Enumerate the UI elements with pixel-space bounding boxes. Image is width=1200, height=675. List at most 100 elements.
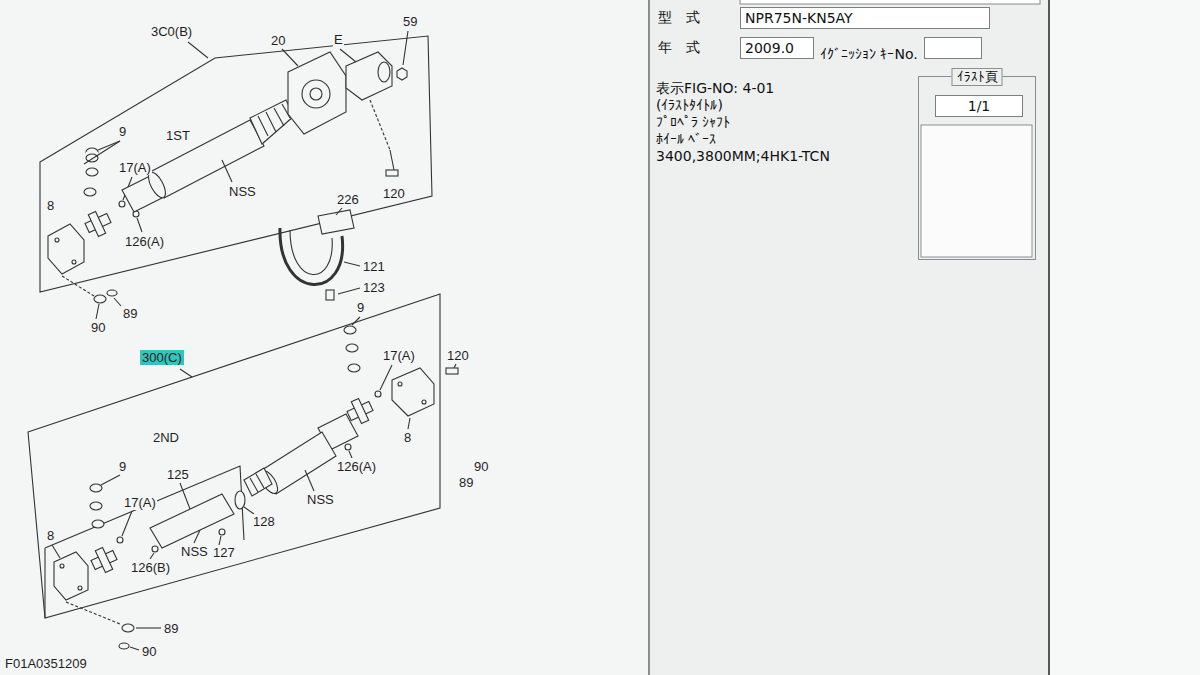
upper-shaft-group-part bbox=[340, 49, 356, 62]
lower-shaft-group-part bbox=[250, 474, 264, 492]
upper-shaft-group-part bbox=[370, 100, 390, 150]
callout-number: 127 bbox=[212, 545, 236, 560]
lower-shaft-group-part bbox=[408, 418, 410, 429]
lower-shaft-group-part bbox=[352, 317, 360, 325]
callout-number: 9 bbox=[118, 124, 127, 139]
upper-shaft-group-part bbox=[72, 260, 76, 264]
form-field: ｲｸﾞﾆｯｼｮﾝ ｷｰNo. bbox=[820, 37, 982, 62]
upper-shaft-group-part bbox=[62, 276, 94, 296]
callout-number: 59 bbox=[402, 14, 418, 29]
lower-shaft-group-part bbox=[119, 643, 129, 649]
lower-shaft-group-part bbox=[180, 369, 192, 377]
lower-shaft-group-part bbox=[422, 400, 426, 404]
callout-number: NSS bbox=[306, 492, 335, 507]
callout-number: 9 bbox=[356, 300, 365, 315]
lower-shaft-group-part bbox=[60, 564, 64, 568]
upper-shaft-group-part bbox=[280, 228, 343, 285]
callout-number: NSS bbox=[180, 544, 209, 559]
field-label: ｲｸﾞﾆｯｼｮﾝ ｷｰNo. bbox=[820, 46, 918, 62]
screen-ground-part bbox=[650, 0, 1049, 675]
upper-shaft-group-part bbox=[302, 80, 330, 108]
lower-shaft-group-part bbox=[152, 546, 158, 552]
callout-number: 8 bbox=[403, 430, 412, 445]
lower-shaft-group-part bbox=[90, 502, 102, 510]
upper-shaft-group-part bbox=[397, 68, 407, 80]
screen-ground-part bbox=[648, 0, 650, 675]
lower-shaft-group-part bbox=[122, 624, 134, 632]
illust-page-panel: ｲﾗｽﾄ頁1/1 bbox=[918, 76, 1036, 260]
upper-shaft-group-part bbox=[86, 154, 98, 162]
lower-shaft-group-part bbox=[346, 344, 358, 352]
callout-number: 123 bbox=[362, 280, 386, 295]
callout-number: 126(A) bbox=[124, 234, 165, 249]
lower-shaft-group-part bbox=[54, 552, 88, 600]
lower-shaft-group-part bbox=[351, 398, 368, 423]
upper-shaft-group-part bbox=[137, 218, 142, 232]
callout-number: 8 bbox=[46, 198, 55, 213]
figure-info: 3400,3800MM;4HK1-TCN bbox=[655, 148, 831, 164]
field-value: NPR75N-KN5AY bbox=[740, 7, 990, 29]
upper-shaft-group-part bbox=[55, 238, 59, 242]
callout-number: 20 bbox=[270, 33, 286, 48]
figure-info: ﾎｲｰﾙ ﾍﾞｰｽ bbox=[655, 131, 717, 147]
callout-number: 89 bbox=[458, 475, 474, 490]
field-label: 年 式 bbox=[658, 39, 740, 57]
figure-info: 表示FIG-NO: 4-01 bbox=[655, 80, 775, 96]
callout-number: 126(B) bbox=[130, 560, 171, 575]
lower-shaft-group-part bbox=[130, 647, 139, 650]
lower-shaft-group-part bbox=[349, 451, 352, 458]
upper-shaft-group-part bbox=[88, 211, 105, 236]
lower-shaft-group-part bbox=[454, 364, 456, 368]
form-field: 型 式NPR75N-KN5AY bbox=[658, 7, 990, 29]
lower-shaft-group-part bbox=[122, 511, 132, 536]
form-field: 年 式2009.0 bbox=[658, 37, 814, 59]
lower-shaft-group-part bbox=[219, 529, 225, 535]
lower-shaft-group bbox=[28, 294, 458, 650]
upper-shaft-group-part bbox=[250, 100, 294, 144]
callout-number: 17(A) bbox=[382, 348, 416, 363]
callout-number: 90 bbox=[90, 320, 106, 335]
upper-shaft-group-part bbox=[96, 304, 99, 319]
lower-shaft-group-part bbox=[375, 391, 381, 397]
panel-title: ｲﾗｽﾄ頁 bbox=[952, 68, 1003, 86]
upper-shaft-group-part bbox=[290, 230, 332, 275]
callout-number: 90 bbox=[141, 644, 157, 659]
upper-shaft-group-part bbox=[336, 208, 342, 215]
callout-number: 8 bbox=[46, 528, 55, 543]
field-label: 型 式 bbox=[658, 9, 740, 27]
callout-number: 128 bbox=[252, 514, 276, 529]
lower-shaft-group-part bbox=[28, 294, 440, 618]
screen-ground-part bbox=[740, 0, 1040, 4]
upper-shaft-group-part bbox=[150, 120, 264, 198]
callout-number: 2ND bbox=[152, 430, 180, 445]
lower-shaft-group-part bbox=[348, 364, 360, 372]
upper-shaft-group-part bbox=[282, 49, 298, 66]
callout-number: 9 bbox=[118, 459, 127, 474]
lower-shaft-group-part bbox=[194, 530, 200, 543]
upper-shaft-group-part bbox=[40, 36, 432, 292]
upper-shaft-group-part bbox=[107, 290, 117, 296]
upper-shaft-group-part bbox=[344, 262, 360, 266]
lower-shaft-group-part bbox=[244, 468, 272, 496]
callout-number: 226 bbox=[336, 192, 360, 207]
callout-number: 126(A) bbox=[336, 459, 377, 474]
callout-number: 17(A) bbox=[123, 495, 157, 510]
page-number-box: 1/1 bbox=[935, 95, 1023, 117]
upper-shaft-group bbox=[40, 31, 432, 319]
callout-number: 89 bbox=[163, 621, 179, 636]
lower-shaft-group-part bbox=[392, 368, 434, 416]
lower-shaft-group-part bbox=[398, 382, 402, 386]
lower-shaft-group-part bbox=[45, 466, 244, 618]
upper-shaft-group-part bbox=[386, 170, 398, 176]
lower-shaft-group-part bbox=[305, 470, 314, 491]
lower-shaft-group-part bbox=[446, 368, 458, 374]
upper-shaft-group-part bbox=[378, 62, 390, 82]
upper-shaft-group-part bbox=[390, 150, 394, 170]
callout-number: 1ST bbox=[165, 128, 191, 143]
lower-shaft-group-part bbox=[150, 494, 234, 548]
upper-shaft-group-part bbox=[119, 201, 125, 207]
upper-shaft-group-part bbox=[310, 88, 322, 100]
